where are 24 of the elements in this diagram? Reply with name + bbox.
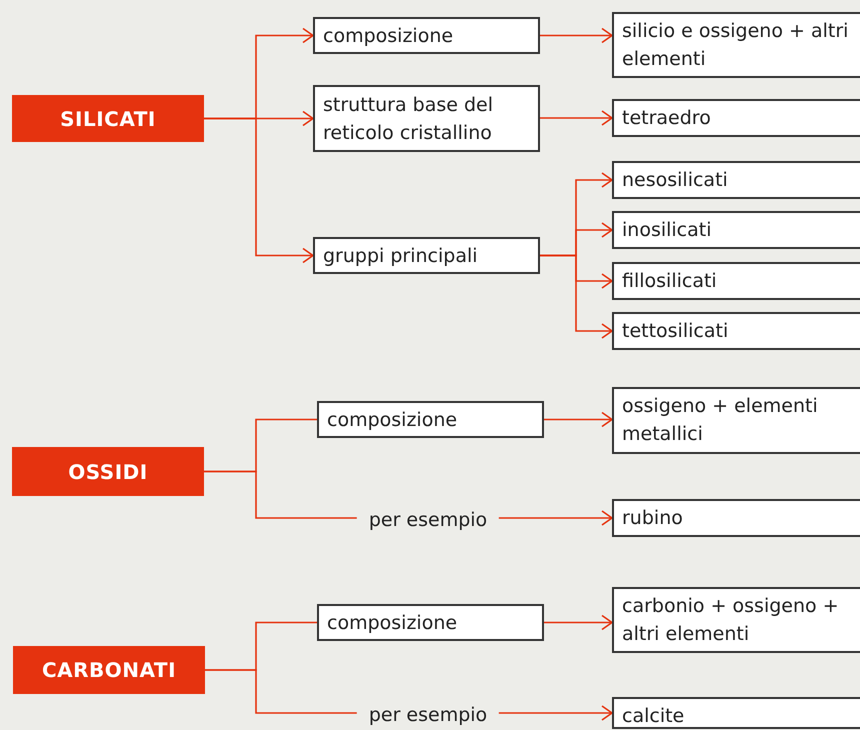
- connector-arrow: [540, 110, 613, 126]
- detail-box: tetraedro: [612, 99, 860, 137]
- topic-box: composizione: [313, 17, 540, 54]
- detail-box: carbonio + ossigeno + altri elementi: [612, 587, 860, 653]
- detail-box: rubino: [612, 499, 860, 537]
- topic-box: gruppi principali: [313, 237, 540, 274]
- detail-box: fillosilicati: [612, 262, 860, 300]
- connector-arrow: [204, 118, 314, 264]
- topic-box: composizione: [317, 604, 544, 641]
- category-box: OSSIDI: [12, 447, 204, 496]
- detail-box: silicio e ossigeno + altri elementi: [612, 12, 860, 78]
- connector-arrow: [544, 412, 613, 428]
- detail-box: tettosilicati: [612, 312, 860, 350]
- detail-box: ossigeno + elementi metallici: [612, 387, 860, 454]
- topic-box: composizione: [317, 401, 544, 438]
- detail-box: nesosilicati: [612, 161, 860, 199]
- category-box: CARBONATI: [13, 646, 205, 694]
- detail-box: inosilicati: [612, 211, 860, 249]
- detail-box: calcite: [612, 697, 860, 729]
- category-box: SILICATI: [12, 95, 204, 142]
- connector-arrow: [540, 254, 613, 339]
- connector-arrow: [544, 614, 613, 630]
- topic-box: struttura base del reticolo cristallino: [313, 85, 540, 152]
- connector-arrow: [540, 28, 613, 44]
